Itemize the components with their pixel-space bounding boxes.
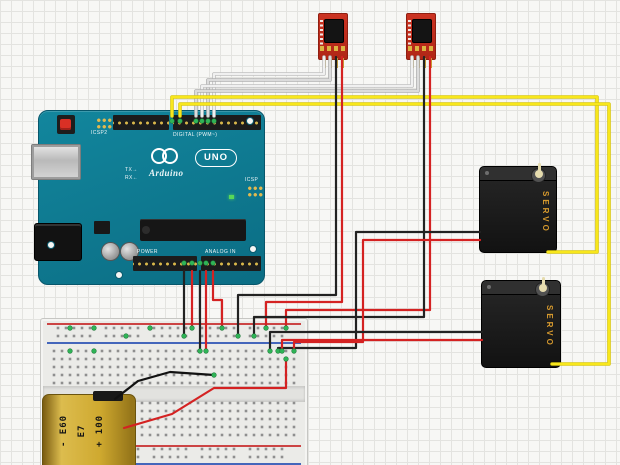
servo-label: SERVO [541, 191, 550, 234]
analog-pins-label: ANALOG IN [205, 249, 236, 255]
servo-horn [539, 284, 547, 292]
power-led [229, 195, 234, 199]
servo-label: SERVO [545, 305, 554, 348]
servo-horn [535, 170, 543, 178]
reset-button-cap [60, 119, 71, 130]
arduino-brand-label: Arduino [149, 168, 184, 178]
uno-badge: UNO [195, 149, 237, 167]
module-pads [320, 46, 346, 51]
module-silkscreen-text [408, 20, 411, 46]
mounting-hole [115, 271, 123, 279]
analog-header [201, 256, 261, 271]
icsp-label: ICSP [245, 177, 259, 183]
module-silkscreen-text [320, 20, 323, 46]
mounting-hole [249, 245, 257, 253]
power-jack [34, 223, 82, 261]
servo-1: SERVO [479, 163, 557, 253]
module-pin [424, 58, 426, 68]
module-pin [342, 58, 344, 68]
servo-screw [487, 285, 491, 289]
battery-marking-2: E7 [77, 424, 87, 438]
module-component [412, 19, 432, 43]
servo-2: SERVO [481, 277, 561, 368]
module-pin [336, 58, 338, 68]
servo-screw [485, 171, 489, 175]
rf-module-2 [406, 13, 436, 68]
breadboard-negative-rail-line-bottom [47, 463, 301, 465]
module-component [324, 19, 344, 43]
tx-label: TX→ [125, 167, 138, 173]
module-pin [418, 58, 420, 68]
reset-button [57, 115, 75, 134]
rx-label: RX← [125, 175, 139, 181]
icsp-header [247, 185, 264, 198]
icsp2-header [96, 117, 113, 130]
power-header [133, 256, 197, 271]
usb-port [31, 144, 81, 180]
arduino-infinity-logo-icon [151, 148, 185, 165]
digital-header-left [113, 115, 169, 130]
power-pins-label: POWER [137, 249, 158, 255]
breadboard-positive-rail-line [47, 323, 301, 325]
module-pin [330, 58, 332, 68]
mounting-hole [47, 241, 55, 249]
module-pin [430, 58, 432, 68]
battery-connector [93, 391, 123, 401]
rf-module-1 [318, 13, 348, 68]
battery: - E60 E7 + 100 [42, 391, 136, 465]
mounting-hole [246, 117, 254, 125]
voltage-regulator [94, 221, 110, 234]
breadboard-negative-rail-line [47, 342, 301, 344]
battery-marking-3: + 100 [95, 414, 105, 448]
icsp2-label: ICSP2 [91, 130, 108, 136]
module-pin [412, 58, 414, 68]
capacitor-1 [101, 242, 120, 261]
battery-marking-1: - E60 [59, 414, 69, 448]
module-pin [324, 58, 326, 68]
module-pads [408, 46, 434, 51]
breadboard-positive-rail-line-bottom [47, 445, 301, 447]
digital-pins-label: DIGITAL (PWM~) [173, 132, 218, 138]
arduino-uno-board: ICSP2 DIGITAL (PWM~) TX→ RX← UNO Arduino… [31, 110, 265, 285]
atmega-chip [140, 219, 246, 241]
